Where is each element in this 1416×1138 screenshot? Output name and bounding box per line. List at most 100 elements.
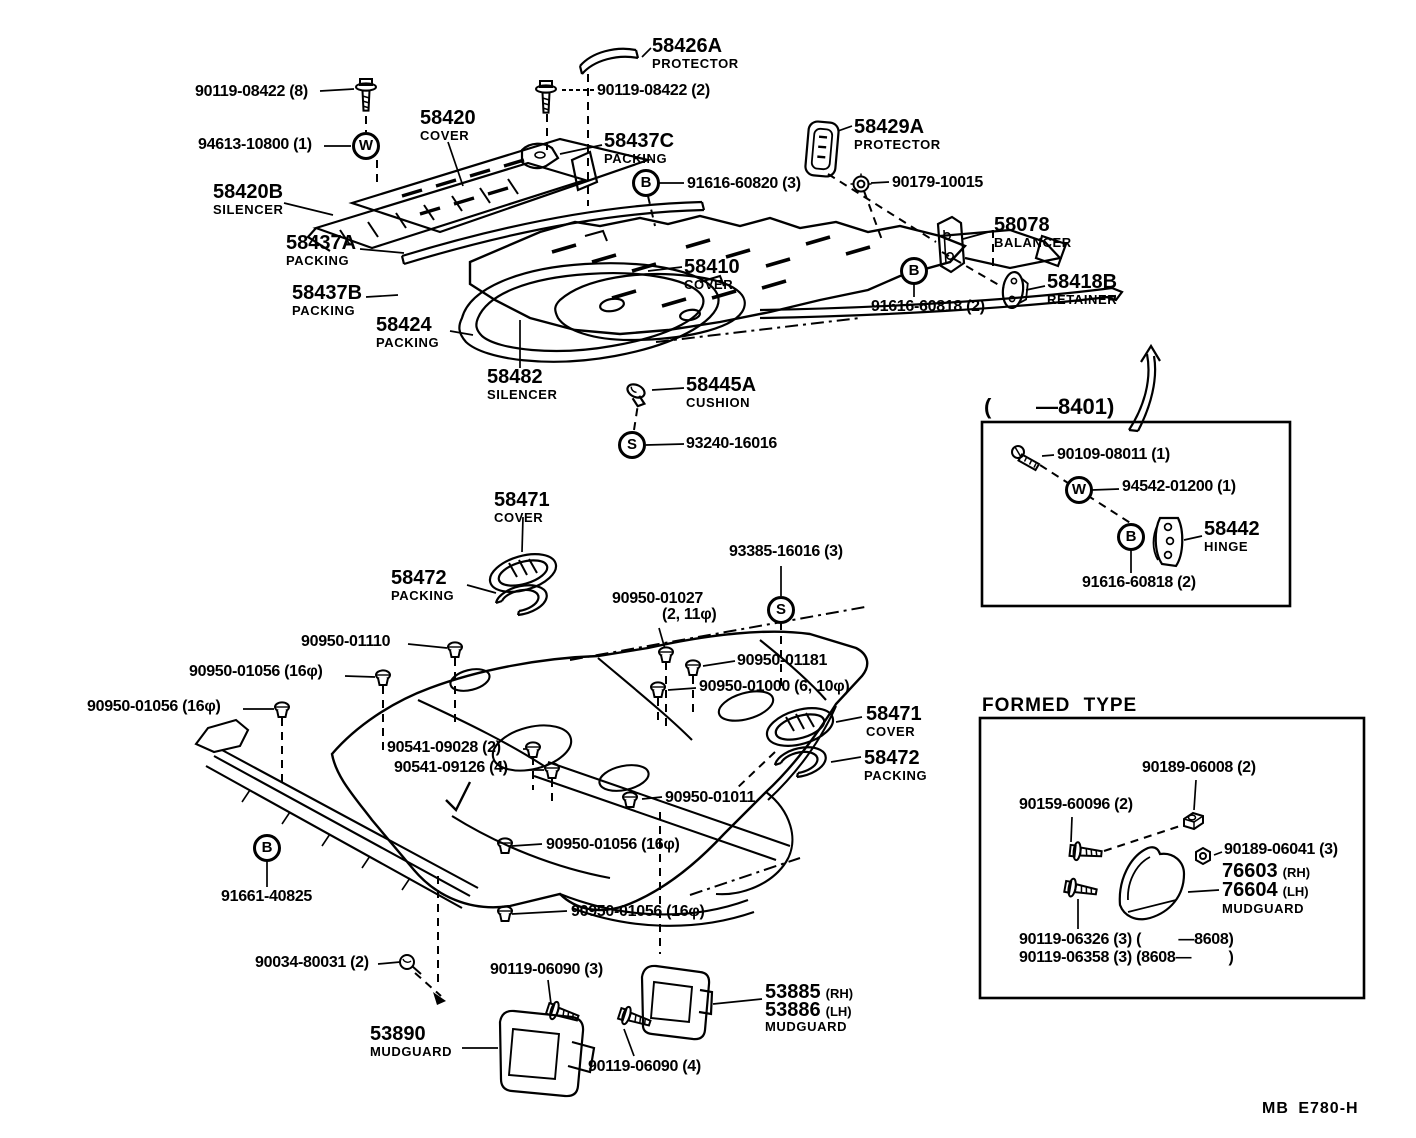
packing-58437A-part — [400, 200, 706, 266]
marker-W: W — [352, 132, 380, 160]
bolt-90159-60096-part — [1068, 840, 1104, 864]
packing-58424-part — [458, 262, 720, 363]
balancer-58078-part — [936, 215, 966, 274]
bolt-90119-063xx-part — [1062, 876, 1099, 902]
marker-B: B — [632, 169, 660, 197]
screw-90109-08011-part — [1010, 444, 1041, 472]
dash-arrowhead — [433, 992, 446, 1005]
part-label: 90950-01027(2, 11φ) — [612, 590, 717, 624]
part-label: 94542-01200 (1) — [1122, 478, 1236, 495]
packing-58472-part — [494, 584, 548, 617]
bolt-90119-08422-part — [354, 77, 378, 112]
rear-silencer-assembly-drawing — [306, 47, 1161, 433]
part-label: 76603(RH) — [1222, 860, 1311, 882]
page-footer-code: MB E780-H — [1262, 1100, 1359, 1117]
nut-90189-06041-part — [1194, 846, 1212, 866]
part-label: 90950-01056 (16φ) — [546, 836, 680, 853]
protector-58426A-part — [578, 47, 640, 75]
formed-type-heading: FORMED TYPE — [982, 695, 1138, 716]
fastener-clips — [274, 641, 701, 922]
part-label: 91616-60818 (2) — [1082, 574, 1196, 591]
part-label: 90950-01011 — [665, 789, 756, 806]
marker-B: B — [253, 834, 281, 862]
hinge-58442-part — [1152, 516, 1184, 568]
packing-58437C-part — [520, 142, 560, 170]
hinge-inset-drawing — [980, 420, 1292, 608]
marker-W: W — [1065, 476, 1093, 504]
deck-lid-arrow — [1128, 343, 1161, 433]
part-label: 90119-06090 (3) — [490, 961, 603, 978]
bolt-90119-08422b-part — [534, 79, 558, 114]
part-label: 90034-80031 (2) — [255, 954, 369, 971]
part-label: 90119-08422 (8) — [195, 83, 308, 100]
hinge-box-model-range: —8401) — [1036, 394, 1115, 419]
part-label: 90950-01000 (6, 10φ) — [699, 678, 850, 695]
floor-pan-drawing — [194, 630, 869, 927]
part-label: 90179-10015 — [892, 174, 984, 191]
silencer-58420B-part — [306, 161, 589, 252]
part-label: 90119-06326 (3) ( —8608) — [1019, 931, 1234, 948]
marker-B: B — [1117, 523, 1145, 551]
packing-58472b-part — [773, 746, 827, 779]
bolt-90119-06090-3-part — [543, 998, 582, 1028]
part-label: 91616-60820 (3) — [687, 175, 801, 192]
part-label: 90950-01056 (16φ) — [189, 663, 323, 680]
part-label: 90950-01056 (16φ) — [87, 698, 221, 715]
mudguard-53885-part — [640, 964, 714, 1041]
packing-strip-part — [759, 286, 1124, 320]
formed-type-inset-drawing — [978, 716, 1366, 1000]
plug-90034-80031-part — [398, 953, 423, 976]
part-label: 53886(LH) — [765, 999, 852, 1021]
hinge-box-paren: ( — [984, 394, 992, 419]
mudguard-53890-part — [498, 1009, 596, 1098]
cushion-58445A-part — [626, 383, 647, 408]
part-label: MUDGUARD — [1222, 901, 1305, 916]
retainer-58418B-part — [1001, 270, 1029, 310]
protector-58429A-part — [804, 120, 840, 178]
part-label: 76604(LH) — [1222, 879, 1309, 901]
mudguard-drawings — [398, 953, 714, 1098]
cover-58420-part — [348, 137, 652, 234]
part-label: 90950-01181 — [737, 652, 828, 669]
part-label: 90950-01110 — [301, 633, 391, 650]
part-label: 53885(RH) — [765, 981, 854, 1003]
part-label: 93385-16016 (3) — [729, 543, 843, 560]
mudguard-76603-part — [1118, 846, 1186, 921]
part-label: 90541-09126 (4) — [394, 759, 508, 776]
marker-S: S — [618, 431, 646, 459]
part-label: 90189-06041 (3) — [1224, 841, 1338, 858]
alignment-dash-lines — [281, 74, 1181, 997]
nut-90189-06008-part — [1182, 811, 1205, 831]
grommet-90179-10015-part — [849, 172, 873, 193]
part-label: 94613-10800 (1) — [198, 136, 312, 153]
part-label: 90541-09028 (2) — [387, 739, 501, 756]
part-label: 90159-60096 (2) — [1019, 796, 1133, 813]
marker-B: B — [900, 257, 928, 285]
part-label: 93240-16016 — [686, 435, 778, 452]
part-label: 90119-06358 (3) (8608— ) — [1019, 949, 1234, 966]
check-mark — [445, 781, 472, 813]
cover-58410-part — [468, 214, 1068, 336]
silencer-58482-part — [554, 273, 746, 342]
marker-S: S — [767, 596, 795, 624]
part-label: 90119-06090 (4) — [588, 1058, 701, 1075]
part-label: 90950-01056 (16φ) — [571, 903, 705, 920]
